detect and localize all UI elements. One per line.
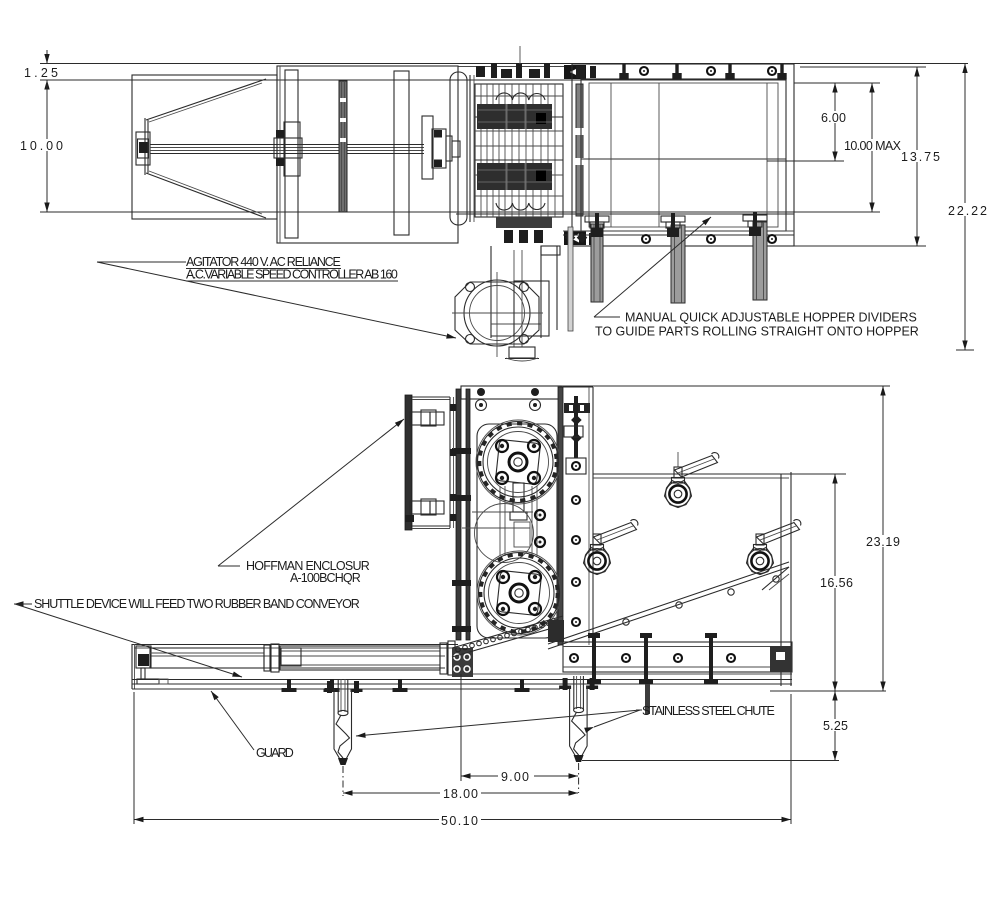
svg-text:6.00: 6.00 [821,111,846,125]
svg-text:9.00: 9.00 [501,770,529,784]
svg-text:MANUAL QUICK ADJUSTABLE HOP: MANUAL QUICK ADJUSTABLE HOPPER DIVIDERS [625,311,917,325]
svg-text:AGITATOR 440 V. AC RELIANC: AGITATOR 440 V. AC RELIANCE [186,255,341,269]
svg-text:GUARD: GUARD [256,746,294,760]
svg-text:STAINLESS STEEL CHUTE: STAINLESS STEEL CHUTE [642,704,775,718]
svg-text:HOFFMAN ENCLOSUR: HOFFMAN ENCLOSUR [246,559,370,573]
svg-text:10.00: 10.00 [20,139,63,153]
svg-text:10.00 MAX: 10.00 MAX [844,139,902,153]
svg-text:5.25: 5.25 [823,719,848,733]
svg-text:18.00: 18.00 [443,787,478,801]
svg-text:13.75: 13.75 [901,150,940,164]
svg-text:SHUTTLE DEVICE WILL FEED T: SHUTTLE DEVICE WILL FEED TWO RUBBER BAND… [34,597,360,611]
svg-text:1.25: 1.25 [24,66,58,80]
svg-text:50.10: 50.10 [441,814,478,828]
svg-text:A-100BCHQR: A-100BCHQR [290,571,361,585]
svg-text:22.22: 22.22 [948,204,987,218]
svg-text:16.56: 16.56 [820,576,853,590]
svg-text:TO GUIDE PARTS ROLLING STR: TO GUIDE PARTS ROLLING STRAIGHT ONTO HOP… [595,325,919,339]
svg-text:23.19: 23.19 [866,535,900,549]
svg-text:A.C.VARIABLE SPEED CONTROLLE: A.C.VARIABLE SPEED CONTROLLER AB 160 [186,268,398,282]
